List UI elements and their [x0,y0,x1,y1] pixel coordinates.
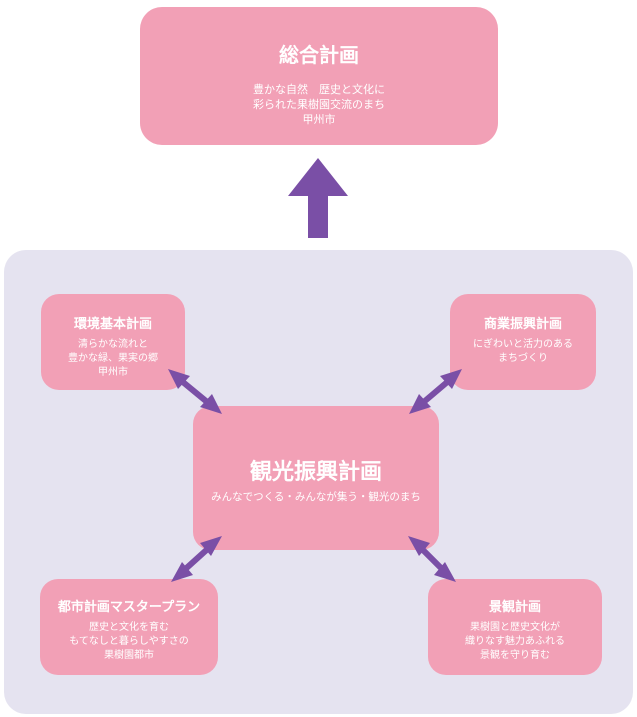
arrow-commerce-tourism [409,369,462,414]
landscape-plan-line-1: 果樹園と歴史文化が [470,622,560,633]
environment-plan-title: 環境基本計画 [73,317,152,332]
environment-plan-line-1: 清らかな流れと [78,339,148,350]
landscape-plan-title: 景観計画 [488,600,541,615]
landscape-plan-box: 景観計画 果樹園と歴史文化が 織りなす魅力あふれる 景観を守り育む [428,579,602,675]
urban-master-plan-box: 都市計画マスタープラン 歴史と文化を育む もてなしと暮らしやすさの 果樹園都市 [40,579,218,675]
urban-master-plan-title: 都市計画マスタープラン [57,600,201,615]
arrow-landscape-tourism [408,536,456,582]
commerce-plan-line-2: まちづくり [498,353,548,364]
landscape-plan-line-2: 織りなす魅力あふれる [465,636,565,647]
environment-plan-box: 環境基本計画 清らかな流れと 豊かな緑、果実の郷 甲州市 [41,294,185,390]
up-arrow [288,158,348,238]
general-plan-line-3: 甲州市 [302,113,336,126]
tourism-plan-subtitle: みんなでつくる・みんなが集う・観光のまち [211,491,421,503]
urban-master-plan-line-2: もてなしと暮らしやすさの [69,636,189,647]
commerce-plan-line-1: にぎわいと活力のある [473,339,573,350]
commerce-plan-title: 商業振興計画 [483,317,562,332]
general-plan-line-1: 豊かな自然 歴史と文化に [253,83,385,96]
tourism-plan-box: 観光振興計画 みんなでつくる・みんなが集う・観光のまち [193,406,439,550]
general-plan-title: 総合計画 [279,43,359,67]
arrow-env-tourism [168,369,222,414]
tourism-plan-title: 観光振興計画 [249,460,382,485]
general-plan-line-2: 彩られた果樹園交流のまち [253,98,385,111]
environment-plan-line-2: 豊かな緑、果実の郷 [68,353,158,364]
arrow-urban-tourism [171,536,222,582]
urban-master-plan-line-3: 果樹園都市 [104,650,154,661]
urban-master-plan-line-1: 歴史と文化を育む [89,622,169,633]
commerce-plan-box: 商業振興計画 にぎわいと活力のある まちづくり [450,294,596,390]
environment-plan-line-3: 甲州市 [98,367,128,378]
general-plan-box: 総合計画 豊かな自然 歴史と文化に 彩られた果樹園交流のまち 甲州市 [140,7,498,145]
landscape-plan-line-3: 景観を守り育む [480,650,550,661]
